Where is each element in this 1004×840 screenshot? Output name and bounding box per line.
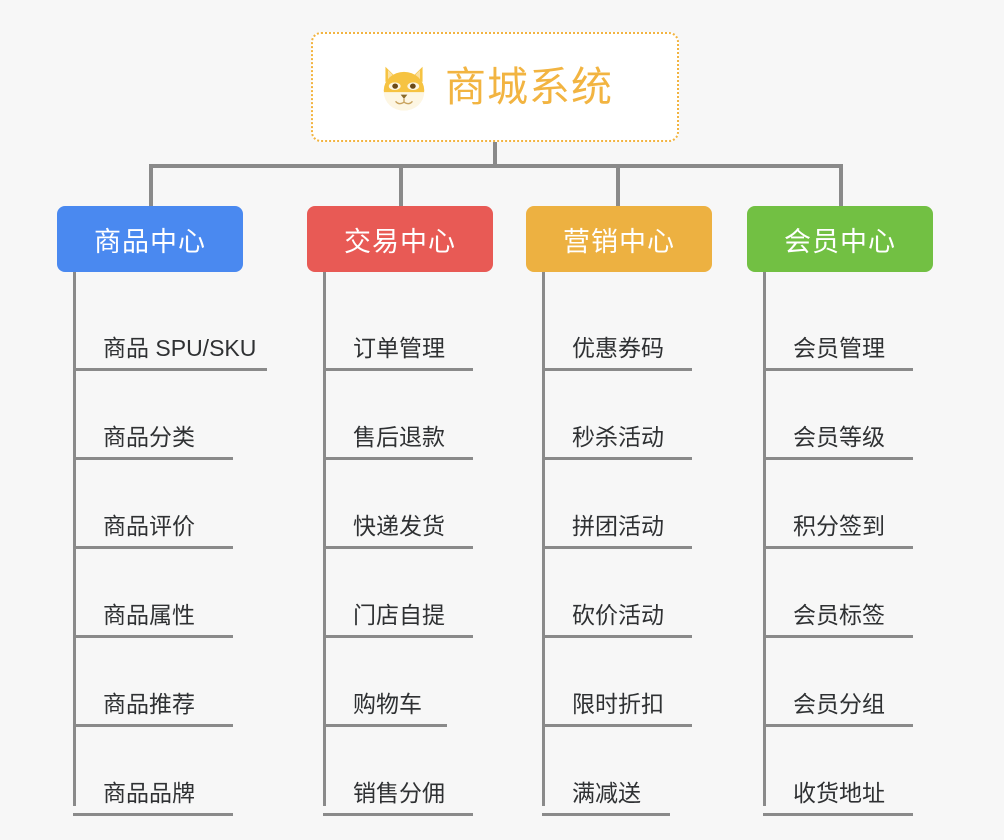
leaf-label: 会员标签 xyxy=(793,601,885,628)
leaf-item[interactable]: 秒杀活动 xyxy=(542,371,744,460)
connector-drop-2 xyxy=(399,166,403,206)
shiba-dog-face-icon xyxy=(377,60,431,114)
leaf-item[interactable]: 会员标签 xyxy=(763,549,965,638)
leaf-item[interactable]: 限时折扣 xyxy=(542,638,744,727)
leaf-list-member: 会员管理 会员等级 积分签到 会员标签 会员分组 收货地址 xyxy=(763,272,965,816)
leaf-item[interactable]: 拼团活动 xyxy=(542,460,744,549)
leaf-item[interactable]: 商品 SPU/SKU xyxy=(73,282,307,371)
category-label: 营销中心 xyxy=(563,226,675,257)
branch-column-marketing: 营销中心 优惠券码 秒杀活动 拼团活动 砍价活动 限时折扣 满减送 xyxy=(526,206,744,816)
category-label: 商品中心 xyxy=(94,226,206,257)
category-node-product[interactable]: 商品中心 xyxy=(57,206,243,272)
leaf-item[interactable]: 商品属性 xyxy=(73,549,307,638)
leaf-item[interactable]: 商品品牌 xyxy=(73,727,307,816)
leaf-list-trade: 订单管理 售后退款 快递发货 门店自提 购物车 销售分佣 xyxy=(323,272,525,816)
leaf-label: 会员管理 xyxy=(793,334,885,361)
leaf-label: 限时折扣 xyxy=(572,690,664,717)
branch-column-trade: 交易中心 订单管理 售后退款 快递发货 门店自提 购物车 销售分佣 xyxy=(307,206,525,816)
leaf-item[interactable]: 收货地址 xyxy=(763,727,965,816)
leaf-label: 积分签到 xyxy=(793,512,885,539)
leaf-list-product: 商品 SPU/SKU 商品分类 商品评价 商品属性 商品推荐 商品品牌 xyxy=(73,272,307,816)
category-label: 会员中心 xyxy=(784,226,896,257)
leaf-list-marketing: 优惠券码 秒杀活动 拼团活动 砍价活动 限时折扣 满减送 xyxy=(542,272,744,816)
leaf-label: 售后退款 xyxy=(353,423,445,450)
connector-drop-3 xyxy=(616,166,620,206)
connector-drop-4 xyxy=(839,166,843,206)
leaf-label: 会员等级 xyxy=(793,423,885,450)
leaf-item[interactable]: 会员等级 xyxy=(763,371,965,460)
leaf-label: 会员分组 xyxy=(793,690,885,717)
category-node-trade[interactable]: 交易中心 xyxy=(307,206,493,272)
leaf-item[interactable]: 商品评价 xyxy=(73,460,307,549)
branch-column-member: 会员中心 会员管理 会员等级 积分签到 会员标签 会员分组 收货地址 xyxy=(747,206,965,816)
connector-drop-1 xyxy=(149,166,153,206)
leaf-label: 满减送 xyxy=(572,779,641,806)
leaf-label: 商品推荐 xyxy=(103,690,195,717)
leaf-item[interactable]: 会员分组 xyxy=(763,638,965,727)
leaf-label: 秒杀活动 xyxy=(572,423,664,450)
leaf-label: 商品评价 xyxy=(103,512,195,539)
leaf-label: 商品品牌 xyxy=(103,779,195,806)
category-label: 交易中心 xyxy=(344,226,456,257)
leaf-label: 购物车 xyxy=(353,690,422,717)
connector-root-stem xyxy=(493,142,497,166)
leaf-item[interactable]: 会员管理 xyxy=(763,282,965,371)
leaf-label: 拼团活动 xyxy=(572,512,664,539)
leaf-label: 优惠券码 xyxy=(572,334,664,361)
category-node-marketing[interactable]: 营销中心 xyxy=(526,206,712,272)
leaf-item[interactable]: 售后退款 xyxy=(323,371,525,460)
leaf-label: 商品属性 xyxy=(103,601,195,628)
connector-horizontal-bar xyxy=(149,164,843,168)
root-node[interactable]: 商城系统 xyxy=(311,32,679,142)
leaf-label: 砍价活动 xyxy=(572,601,664,628)
category-node-member[interactable]: 会员中心 xyxy=(747,206,933,272)
root-title: 商城系统 xyxy=(445,63,613,110)
leaf-label: 快递发货 xyxy=(353,512,445,539)
leaf-label: 销售分佣 xyxy=(353,779,445,806)
leaf-item[interactable]: 满减送 xyxy=(542,727,744,816)
leaf-item[interactable]: 订单管理 xyxy=(323,282,525,371)
leaf-label: 门店自提 xyxy=(353,601,445,628)
leaf-item[interactable]: 销售分佣 xyxy=(323,727,525,816)
leaf-item[interactable]: 商品推荐 xyxy=(73,638,307,727)
leaf-label: 商品 SPU/SKU xyxy=(103,334,257,361)
leaf-item[interactable]: 积分签到 xyxy=(763,460,965,549)
leaf-item[interactable]: 砍价活动 xyxy=(542,549,744,638)
leaf-item[interactable]: 门店自提 xyxy=(323,549,525,638)
leaf-label: 收货地址 xyxy=(793,779,885,806)
branch-column-product: 商品中心 商品 SPU/SKU 商品分类 商品评价 商品属性 商品推荐 商品品牌 xyxy=(57,206,307,816)
leaf-label: 订单管理 xyxy=(353,334,445,361)
leaf-item[interactable]: 优惠券码 xyxy=(542,282,744,371)
leaf-label: 商品分类 xyxy=(103,423,195,450)
leaf-item[interactable]: 商品分类 xyxy=(73,371,307,460)
leaf-item[interactable]: 快递发货 xyxy=(323,460,525,549)
leaf-item[interactable]: 购物车 xyxy=(323,638,525,727)
